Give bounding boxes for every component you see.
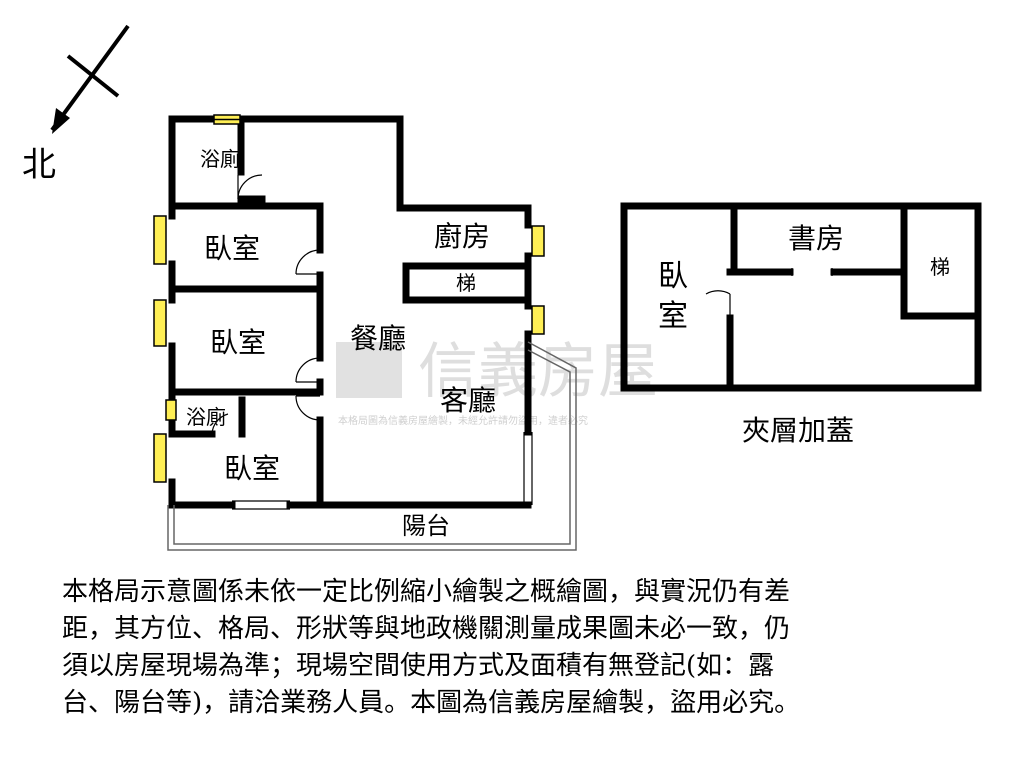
room-label-living: 客廳 — [440, 384, 496, 417]
room-label-bedroom-2: 臥室 — [210, 326, 266, 359]
north-arrow-icon — [50, 24, 130, 132]
doors-mezzanine — [705, 268, 833, 318]
watermark-logo-icon — [336, 342, 402, 398]
room-label-bath-top: 浴廁 — [200, 147, 240, 171]
floor-plan: 北 信義房屋 本格局圖為信義房屋繪製，未經允許請勿盜用，違者必究 — [22, 24, 982, 551]
room-label-dining: 餐廳 — [350, 322, 406, 355]
main-floor-labels: 浴廁 臥室 臥室 浴廁 臥室 廚房 梯 餐廳 客廳 陽台 — [186, 147, 496, 540]
windows-main — [153, 114, 545, 483]
room-label-kitchen: 廚房 — [434, 220, 490, 253]
room-label-mezz-bedroom-b: 室 — [658, 299, 688, 334]
disclaimer-line-3: 須以房屋現場為準；現場空間使用方式及面積有無登記(如：露 — [62, 651, 775, 681]
watermark-brand: 信義房屋 — [418, 337, 658, 407]
balcony-outline — [167, 341, 577, 551]
compass: 北 — [22, 24, 130, 185]
disclaimer-line-2: 距，其方位、格局、形狀等與地政機關測量成果圖未必一致，仍 — [62, 614, 791, 644]
compass-north-label: 北 — [22, 145, 56, 185]
room-label-balcony: 陽台 — [402, 512, 450, 540]
room-label-mezz-stair: 梯 — [930, 255, 950, 279]
room-label-mezz-bedroom-a: 臥 — [658, 259, 688, 294]
arrow-head-icon — [52, 108, 70, 134]
doors-main — [211, 174, 533, 510]
watermark: 信義房屋 本格局圖為信義房屋繪製，未經允許請勿盜用，違者必究 — [336, 337, 658, 427]
disclaimer-line-1: 本格局示意圖係未依一定比例縮小繪製之概繪圖，與實況仍有差 — [62, 577, 791, 607]
main-floor-walls — [168, 115, 532, 509]
disclaimer-text: 本格局示意圖係未依一定比例縮小繪製之概繪圖，與實況仍有差 距，其方位、格局、形狀… — [62, 574, 1012, 722]
room-label-bedroom-3: 臥室 — [224, 452, 280, 485]
room-label-study: 書房 — [788, 222, 844, 255]
disclaimer-line-4: 台、陽台等)，請洽業務人員。本圖為信義房屋繪製，盜用必究。 — [62, 688, 801, 718]
mezzanine-caption: 夾層加蓋 — [742, 414, 854, 447]
compass-cross-icon — [66, 54, 120, 98]
mezzanine-labels: 臥 室 書房 梯 夾層加蓋 — [658, 222, 950, 447]
room-label-stair: 梯 — [456, 271, 476, 295]
room-label-bedroom-1: 臥室 — [204, 232, 260, 265]
room-label-bath-lower: 浴廁 — [186, 405, 226, 429]
mezzanine-walls — [620, 202, 982, 392]
